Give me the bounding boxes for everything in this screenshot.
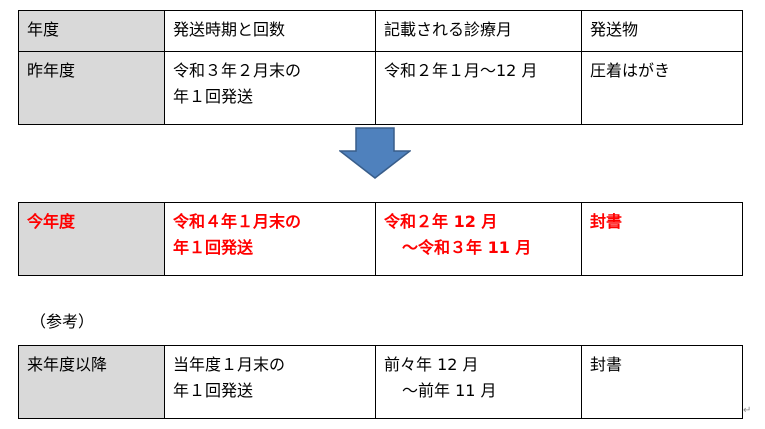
cell-timing: 令和３年２月末の 年１回発送	[164, 51, 376, 125]
cell-timing: 当年度１月末の 年１回発送	[164, 345, 376, 419]
table-row-this-year: 今年度 令和４年１月末の 年１回発送 令和２年 12 月 ～令和３年 11 月 …	[18, 202, 743, 276]
timing-line-1: 当年度１月末の	[173, 355, 286, 374]
header-item: 発送物	[581, 10, 743, 52]
table-next-year: 来年度以降 当年度１月末の 年１回発送 前々年 12 月 ～前年 11 月 封書	[18, 345, 743, 419]
cell-months: 令和２年 12 月 ～令和３年 11 月	[375, 202, 582, 276]
cell-item: 圧着はがき	[581, 51, 743, 125]
cell-year: 来年度以降	[18, 345, 165, 419]
months-line-1: 令和２年 12 月	[384, 212, 498, 231]
table-this-year: 今年度 令和４年１月末の 年１回発送 令和２年 12 月 ～令和３年 11 月 …	[18, 202, 743, 276]
timing-line-2: 年１回発送	[173, 87, 254, 106]
header-months: 記載される診療月	[375, 10, 582, 52]
timing-line-2: 年１回発送	[173, 238, 254, 257]
months-line-2: ～令和３年 11 月	[402, 238, 532, 257]
timing-line-1: 令和４年１月末の	[173, 212, 302, 231]
reference-label: （参考）	[30, 312, 95, 331]
cell-year: 昨年度	[18, 51, 165, 125]
cell-timing: 令和４年１月末の 年１回発送	[164, 202, 376, 276]
header-year: 年度	[18, 10, 165, 52]
paragraph-mark-icon: ↵	[743, 405, 752, 416]
timing-line-2: 年１回発送	[173, 381, 254, 400]
cell-months: 前々年 12 月 ～前年 11 月	[375, 345, 582, 419]
header-timing: 発送時期と回数	[164, 10, 376, 52]
cell-year: 今年度	[18, 202, 165, 276]
down-arrow-icon	[339, 127, 411, 179]
table-row-last-year: 昨年度 令和３年２月末の 年１回発送 令和２年１月～12 月 圧着はがき	[18, 51, 743, 125]
timing-line-1: 令和３年２月末の	[173, 61, 302, 80]
cell-item: 封書	[581, 345, 743, 419]
cell-months: 令和２年１月～12 月	[375, 51, 582, 125]
cell-item: 封書	[581, 202, 743, 276]
table-header-row: 年度 発送時期と回数 記載される診療月 発送物	[18, 10, 743, 52]
months-line-2: ～前年 11 月	[402, 381, 497, 400]
table-row-next-year: 来年度以降 当年度１月末の 年１回発送 前々年 12 月 ～前年 11 月 封書	[18, 345, 743, 419]
table-last-year: 年度 発送時期と回数 記載される診療月 発送物 昨年度 令和３年２月末の 年１回…	[18, 10, 743, 125]
months-line-1: 前々年 12 月	[384, 355, 479, 374]
